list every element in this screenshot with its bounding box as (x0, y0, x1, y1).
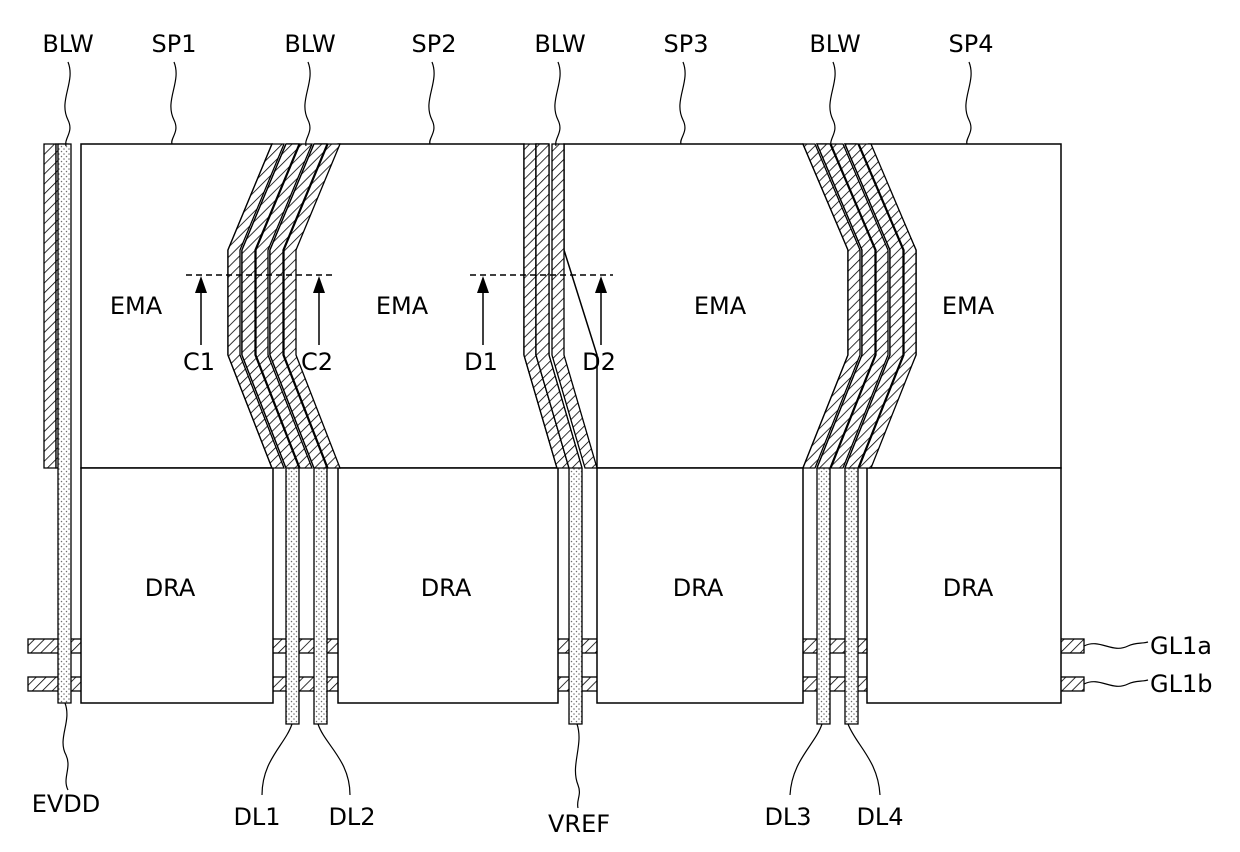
label-blw-4: BLW (809, 30, 860, 58)
right-labels: GL1a GL1b (1150, 632, 1212, 698)
label-sp2: SP2 (412, 30, 457, 58)
label-sp3: SP3 (664, 30, 709, 58)
leader-evdd (63, 703, 68, 790)
leader-blw2 (305, 62, 310, 146)
label-blw-2: BLW (284, 30, 335, 58)
label-ema-3: EMA (694, 292, 747, 320)
leader-sp1 (171, 62, 176, 144)
label-d1: D1 (464, 348, 498, 376)
label-ema-2: EMA (376, 292, 429, 320)
leader-gl1a (1084, 642, 1148, 648)
leader-vref (575, 724, 579, 808)
leader-dl3 (790, 724, 822, 795)
leader-sp4 (966, 62, 971, 144)
leader-dl2 (318, 724, 350, 795)
leader-gl1b (1084, 680, 1148, 686)
label-dl3: DL3 (764, 803, 811, 831)
label-gl1a: GL1a (1150, 632, 1212, 660)
leader-blw4 (830, 62, 835, 146)
label-dra-4: DRA (943, 574, 994, 602)
label-sp1: SP1 (152, 30, 197, 58)
label-c2: C2 (301, 348, 333, 376)
leader-blw3 (555, 62, 560, 146)
subpixel-sp3 (564, 144, 848, 703)
label-dra-3: DRA (673, 574, 724, 602)
leader-sp3 (680, 62, 685, 144)
label-dra-2: DRA (421, 574, 472, 602)
label-d2: D2 (582, 348, 616, 376)
label-dl2: DL2 (328, 803, 375, 831)
label-evdd: EVDD (32, 790, 101, 818)
bottom-labels: EVDD DL1 DL2 VREF DL3 DL4 (32, 790, 904, 838)
label-gl1b: GL1b (1150, 670, 1212, 698)
label-dl4: DL4 (856, 803, 903, 831)
label-ema-1: EMA (110, 292, 163, 320)
label-sp4: SP4 (949, 30, 994, 58)
label-dl1: DL1 (233, 803, 280, 831)
label-dra-1: DRA (145, 574, 196, 602)
leader-sp2 (429, 62, 434, 144)
subpixel-sp2 (292, 144, 558, 703)
leader-dl1 (262, 724, 292, 795)
leader-blw1 (65, 62, 70, 146)
leader-dl4 (848, 724, 880, 795)
label-blw-3: BLW (534, 30, 585, 58)
label-blw-1: BLW (42, 30, 93, 58)
label-vref: VREF (548, 810, 610, 838)
top-labels: BLW SP1 BLW SP2 BLW SP3 BLW SP4 (42, 30, 993, 58)
label-c1: C1 (183, 348, 215, 376)
label-ema-4: EMA (942, 292, 995, 320)
evdd-line (58, 144, 71, 703)
